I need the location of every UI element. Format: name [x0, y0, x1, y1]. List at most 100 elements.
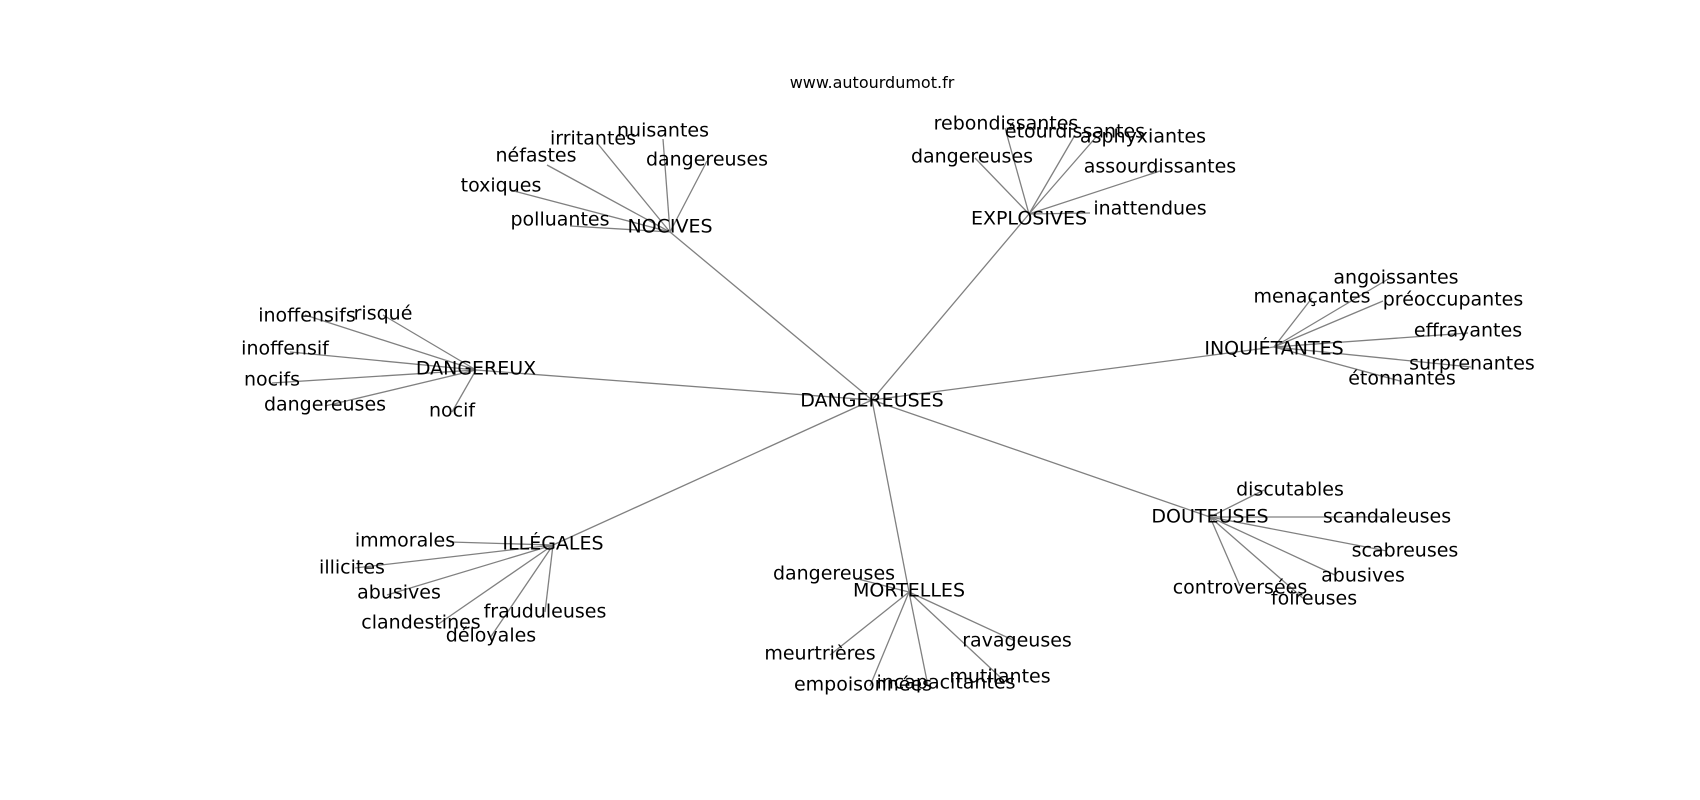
leaf-node-nocives-irritantes: irritantes — [550, 128, 636, 150]
edge-illegales-abusives — [386, 544, 554, 596]
group-node-illegales: ILLÉGALES — [502, 532, 603, 555]
edge-illegales-immorales — [449, 541, 554, 546]
leaf-node-nocives-nuisantes: nuisantes — [617, 120, 709, 142]
leaf-node-explosives-dangereuses: dangereuses — [911, 146, 1033, 168]
center-node-label: DANGEREUSES — [800, 390, 943, 412]
edge-nocives-toxiques — [509, 189, 671, 233]
edge-mortelles-dangereuses — [857, 578, 910, 593]
leaf-node-nocives-nefastes: néfastes — [495, 145, 576, 167]
edge-mortelles-mutilantes — [908, 591, 1001, 678]
leaf-node-illegales-immorales: immorales — [355, 530, 455, 552]
leaf-node-dangereux-inoffensifs: inoffensifs — [258, 305, 356, 327]
edge-dangereux-nocifs — [271, 369, 477, 384]
edge-dangereux-nocif — [451, 369, 477, 413]
leaf-node-illegales-frauduleuses: frauduleuses — [484, 601, 607, 623]
edge-dangereux-inoffensifs — [304, 314, 477, 371]
edge-mortelles-ravageuses — [908, 591, 1016, 642]
leaf-node-illegales-illicites: illicites — [319, 557, 385, 579]
leaf-node-inquietantes-angoissantes: angoissantes — [1333, 267, 1458, 289]
edge-explosives-dangereuses — [974, 157, 1030, 215]
leaf-node-dangereux-nocifs: nocifs — [244, 369, 300, 391]
leaf-node-illegales-deloyales: déloyales — [446, 625, 536, 647]
leaf-node-douteuses-scabreuses: scabreuses — [1352, 540, 1459, 562]
edges-layer — [271, 127, 1472, 687]
leaf-node-inquietantes-preoccupantes: préoccupantes — [1383, 289, 1524, 311]
edge-illegales-frauduleuses — [544, 544, 554, 613]
edge-douteuses-foireuses — [1209, 516, 1306, 601]
group-node-douteuses: DOUTEUSES — [1151, 506, 1268, 528]
edge-center-dangereux — [475, 369, 873, 401]
leaf-node-nocives-toxiques: toxiques — [461, 175, 542, 197]
edge-douteuses-discutables — [1209, 489, 1265, 518]
leaf-node-illegales-abusives: abusives — [357, 582, 441, 604]
leaf-node-mortelles-meurtrieres: meurtrières — [764, 643, 875, 665]
leaf-node-douteuses-controversees: controversées — [1173, 577, 1308, 599]
edge-explosives-assourdissantes — [1028, 170, 1161, 215]
labels-layer: DANGEREUSES NOCIVES nuisantesirritantesnéf… — [241, 113, 1535, 696]
leaf-node-explosives-rebondissantes: rebondissantes — [934, 113, 1079, 135]
edge-dangereux-dangereuses — [324, 369, 477, 407]
edge-explosives-inattendues — [1028, 212, 1091, 215]
edge-mortelles-incapacitantes — [908, 591, 929, 687]
edge-inquietantes-surprenantes — [1273, 346, 1472, 368]
edge-inquietantes-effrayantes — [1273, 332, 1469, 348]
edge-inquietantes-preoccupantes — [1273, 300, 1384, 348]
leaf-node-dangereux-nocif: nocif — [429, 400, 476, 422]
edge-nocives-polluantes — [569, 225, 671, 233]
edge-dangereux-risque — [382, 314, 477, 371]
leaf-node-explosives-inattendues: inattendues — [1093, 198, 1206, 220]
leaf-node-inquietantes-effrayantes: effrayantes — [1414, 320, 1522, 342]
leaf-node-nocives-polluantes: polluantes — [510, 209, 609, 231]
edge-illegales-clandestines — [436, 544, 554, 626]
leaf-node-mortelles-dangereuses: dangereuses — [773, 563, 895, 585]
edge-center-mortelles — [871, 399, 910, 593]
group-node-mortelles: MORTELLES — [853, 580, 965, 602]
edge-nocives-nuisantes — [662, 138, 671, 233]
edge-inquietantes-etonnantes — [1273, 346, 1401, 382]
leaf-node-explosives-asphyxiantes: asphyxiantes — [1080, 126, 1206, 148]
leaf-node-inquietantes-menacantes: menaçantes — [1253, 286, 1370, 308]
leaf-node-douteuses-abusives: abusives — [1321, 565, 1405, 587]
group-node-inquietantes: INQUIÉTANTES — [1204, 337, 1343, 360]
group-node-dangereux: DANGEREUX — [416, 358, 536, 380]
edge-center-illegales — [552, 399, 873, 546]
edge-center-douteuses — [871, 399, 1211, 518]
group-node-nocives: NOCIVES — [627, 216, 712, 238]
leaf-node-explosives-assourdissantes: assourdissantes — [1084, 156, 1236, 178]
leaf-node-dangereux-inoffensif: inoffensif — [241, 338, 330, 360]
edge-douteuses-controversees — [1209, 516, 1241, 587]
edge-illegales-illicites — [354, 544, 554, 569]
leaf-node-douteuses-discutables: discutables — [1236, 479, 1344, 501]
leaf-node-douteuses-scandaleuses: scandaleuses — [1323, 506, 1451, 528]
leaf-node-explosives-etourdissantes: étourdissantes — [1005, 121, 1145, 143]
edge-illegales-deloyales — [489, 544, 554, 639]
edge-dangereux-inoffensif — [289, 351, 477, 371]
edge-inquietantes-menacantes — [1273, 297, 1313, 348]
edge-center-explosives — [871, 213, 1030, 401]
edge-douteuses-abusives — [1209, 516, 1336, 576]
leaf-node-dangereux-risque: risqué — [354, 303, 413, 325]
leaf-node-dangereux-dangereuses: dangereuses — [264, 394, 386, 416]
leaf-node-inquietantes-surprenantes: surprenantes — [1409, 353, 1535, 375]
edge-center-nocives — [669, 231, 873, 401]
edge-nocives-dangereuses — [669, 160, 708, 233]
edge-mortelles-empoisonnees — [869, 591, 910, 687]
leaf-node-douteuses-foireuses: foireuses — [1271, 588, 1357, 610]
leaf-node-nocives-dangereuses: dangereuses — [646, 149, 768, 171]
edge-explosives-etourdissantes — [1028, 134, 1076, 215]
edge-explosives-rebondissantes — [1004, 127, 1030, 215]
edge-center-inquietantes — [871, 346, 1275, 401]
edge-inquietantes-angoissantes — [1273, 277, 1391, 348]
leaf-node-mortelles-ravageuses: ravageuses — [962, 630, 1072, 652]
leaf-node-illegales-clandestines: clandestines — [361, 612, 480, 634]
leaf-node-mortelles-incapacitantes: incapacitantes — [876, 672, 1015, 694]
leaf-node-inquietantes-etonnantes: étonnantes — [1348, 368, 1456, 390]
edge-nocives-nefastes — [546, 164, 671, 233]
leaf-node-mortelles-empoisonnees: empoisonnées — [794, 674, 932, 696]
group-node-explosives: EXPLOSIVES — [971, 208, 1087, 230]
edge-nocives-irritantes — [597, 143, 671, 233]
edge-douteuses-scabreuses — [1209, 516, 1388, 552]
site-watermark: www.autourdumot.fr — [790, 73, 955, 92]
